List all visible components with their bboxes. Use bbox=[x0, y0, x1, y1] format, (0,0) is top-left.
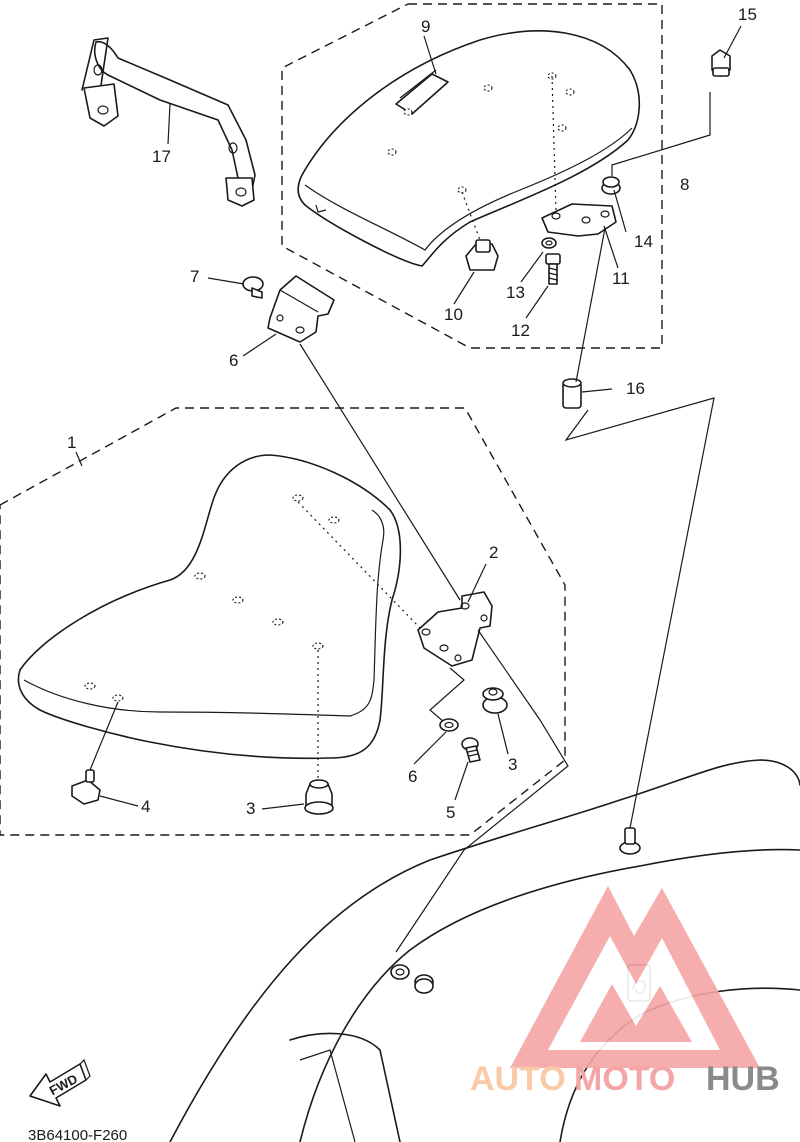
callout-7: 6 bbox=[229, 351, 238, 370]
callout-14: 13 bbox=[506, 283, 525, 302]
passenger-seat-damper bbox=[465, 239, 499, 271]
rider-seat-bracket bbox=[417, 591, 493, 667]
washer bbox=[541, 237, 557, 249]
callout-9: 8 bbox=[680, 175, 689, 194]
rider-seat-damper-right bbox=[482, 687, 508, 714]
automotohub-logo bbox=[510, 886, 760, 1068]
rider-seat-group-boundary bbox=[0, 407, 566, 836]
watermark-triangle-core bbox=[580, 984, 692, 1042]
callout-1: 1 bbox=[67, 433, 76, 452]
passenger-seat bbox=[297, 30, 641, 267]
callout-12: 11 bbox=[612, 269, 630, 288]
callout-17: 16 bbox=[626, 379, 645, 398]
callout-16: 15 bbox=[738, 5, 757, 24]
watermark-moto: MOTO bbox=[574, 1060, 675, 1098]
rider-seat-damper-center bbox=[304, 779, 334, 815]
callout-15: 14 bbox=[634, 232, 653, 251]
passenger-seat-bracket bbox=[541, 203, 617, 237]
callout-2: 2 bbox=[489, 543, 498, 562]
nut bbox=[711, 49, 731, 77]
grab-bar bbox=[81, 37, 256, 207]
watermark-auto: AUTO bbox=[470, 1060, 566, 1098]
callout-11: 10 bbox=[444, 305, 463, 324]
seat-stopper bbox=[71, 769, 101, 805]
collar bbox=[562, 378, 582, 409]
rider-seat-washer bbox=[439, 718, 459, 732]
bolt bbox=[545, 253, 561, 285]
fender-grommet-left bbox=[390, 964, 434, 994]
grommet bbox=[601, 176, 621, 195]
callout-3-right: 3 bbox=[508, 755, 517, 774]
forward-arrow-icon: FWD bbox=[29, 1058, 91, 1107]
callout-10: 9 bbox=[421, 17, 430, 36]
callout-13: 12 bbox=[511, 321, 530, 340]
fender-grommet-right bbox=[619, 827, 641, 855]
callout-4: 4 bbox=[141, 797, 150, 816]
callout-3-center: 3 bbox=[246, 799, 255, 818]
callout-18: 17 bbox=[152, 147, 171, 166]
seat-bracket bbox=[267, 275, 335, 343]
callout-8: 7 bbox=[190, 267, 199, 286]
callout-5: 5 bbox=[446, 803, 455, 822]
callout-6: 6 bbox=[408, 767, 417, 786]
catalog-code: 3B64100-F260 bbox=[28, 1127, 127, 1142]
watermark-hub: HUB bbox=[706, 1060, 780, 1098]
rider-seat bbox=[17, 454, 402, 760]
rider-seat-bolt bbox=[461, 737, 481, 763]
bracket-bolt bbox=[242, 276, 264, 299]
